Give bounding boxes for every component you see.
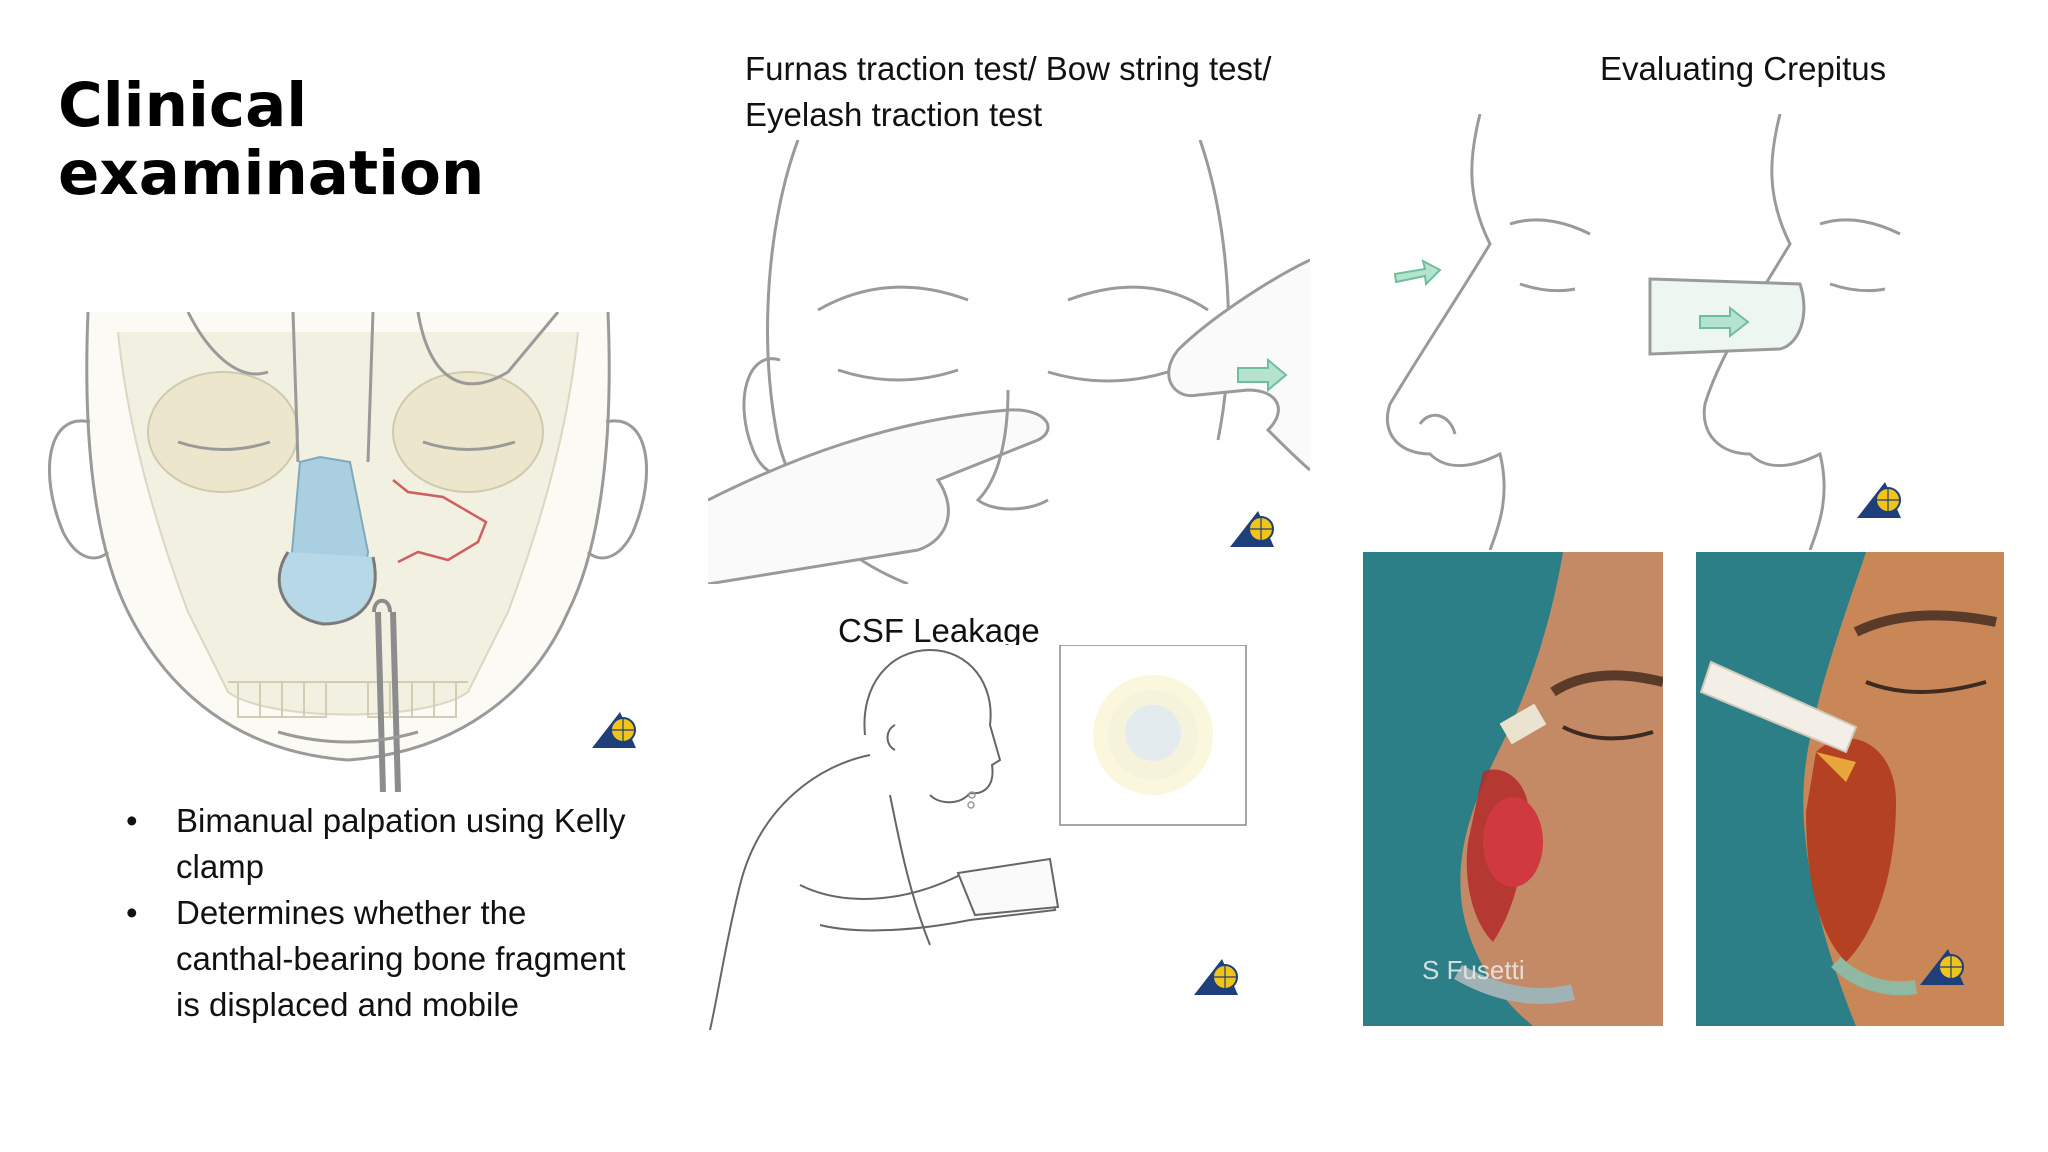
clinical-photo-left — [1363, 552, 1663, 1026]
crepitus-illustration — [1360, 114, 1920, 550]
photo-credit: S Fusetti — [1422, 955, 1525, 985]
ao-logo-icon — [1194, 959, 1238, 995]
ao-logo-icon — [1230, 511, 1274, 547]
bullet-item: Bimanual palpation using Kelly clamp — [122, 798, 642, 890]
clinical-photo-right — [1696, 552, 2004, 1026]
csf-caption: CSF Leakage — [838, 612, 1040, 649]
crepitus-caption: Evaluating Crepitus — [1600, 50, 1887, 87]
ao-logo-icon — [1920, 949, 1964, 985]
bullet-item: Determines whether the canthal-bearing b… — [122, 890, 642, 1028]
slide-title: Clinical examination — [58, 70, 485, 209]
traction-test-illustration — [708, 140, 1310, 584]
ao-logo-icon — [592, 712, 636, 748]
csf-leakage-illustration — [700, 645, 1260, 1030]
traction-test-caption: Furnas traction test/ Bow string test/ E… — [745, 50, 1272, 133]
ao-logo-icon — [1857, 482, 1901, 518]
bullet-list: Bimanual palpation using Kelly clamp Det… — [122, 798, 642, 1028]
bimanual-palpation-illustration — [38, 312, 668, 792]
